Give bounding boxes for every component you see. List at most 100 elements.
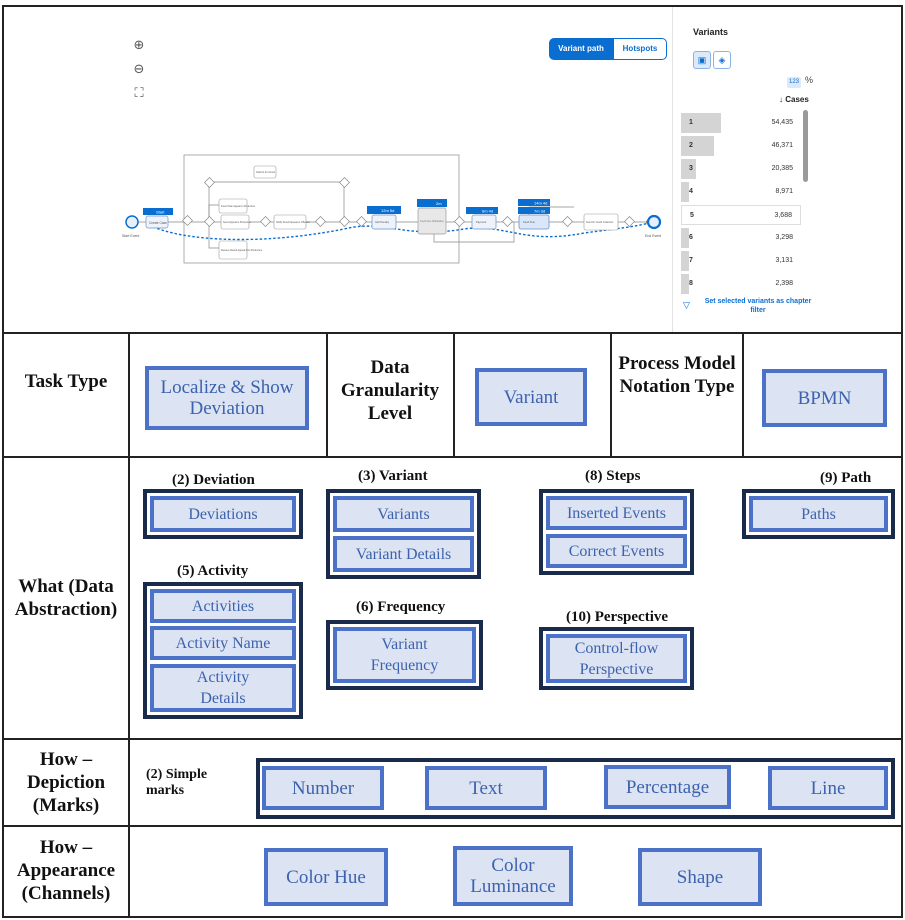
steps-title: (8) Steps	[585, 468, 641, 484]
what-header: What (Data Abstraction)	[14, 576, 118, 620]
svg-text:Send Fine: Send Fine	[523, 220, 535, 224]
row-divider	[2, 825, 903, 827]
variants-title: Variants	[693, 27, 729, 37]
activity-name-box: Activity Name	[150, 626, 296, 660]
activity-create-case[interactable]: Create Case	[145, 215, 169, 229]
simple-marks-label: (2) Simple marks	[146, 767, 208, 798]
row-divider	[2, 738, 903, 740]
variant-share-bar	[681, 136, 715, 156]
channel-color-hue-box: Color Hue	[264, 848, 388, 906]
variant-case-count: 20,385	[771, 165, 793, 172]
variant-group	[326, 489, 481, 579]
mark-line-box: Line	[768, 766, 888, 810]
activity-payment[interactable]: Payment	[471, 214, 497, 230]
how-marks-header: How – Depiction (Marks)	[26, 749, 106, 816]
notation-value: BPMN	[762, 369, 887, 427]
mark-text-box: Text	[425, 766, 547, 810]
column-divider	[453, 332, 455, 456]
svg-text:Create Case: Create Case	[149, 221, 167, 225]
gateway-icons	[182, 177, 635, 227]
variant-row[interactable]: 2 46,371	[681, 136, 801, 156]
notation-header: Process Model Notation Type	[618, 353, 736, 397]
subprocess-frame	[183, 154, 460, 264]
svg-text:Add Penalty: Add Penalty	[375, 220, 390, 224]
variant-path-toggle[interactable]: Variant path	[549, 38, 613, 60]
svg-text:2m: 2m	[436, 201, 442, 206]
zoom-out-icon[interactable]: ⊖	[133, 62, 145, 77]
filter-icon: ▽	[683, 300, 690, 310]
variant-row[interactable]: 3 20,385	[681, 159, 801, 179]
channel-color-luminance-box: Color Luminance	[453, 846, 573, 906]
bpmn-process-diagram: Start Event End Event Create Case Submit…	[122, 154, 662, 264]
variant-share-bar	[681, 251, 689, 271]
variant-rank: 8	[689, 280, 693, 287]
activity-notify-result[interactable]: Notify Result Appeal to Offender	[273, 214, 310, 230]
steps-group	[539, 489, 694, 575]
svg-text:Payment: Payment	[476, 220, 487, 224]
hotspots-toggle[interactable]: Hotspots	[613, 38, 667, 60]
activity-insert-fine[interactable]: Insert Fine Notification	[417, 207, 447, 235]
tag-icon[interactable]: ◈	[713, 51, 731, 69]
end-event-icon[interactable]	[646, 214, 662, 230]
activity-insert-date-appeal[interactable]: Insert Date Appeal to Prefecture	[218, 198, 256, 214]
sort-down-icon: ↓	[779, 95, 786, 104]
svg-text:Insert Fine Notification: Insert Fine Notification	[420, 220, 444, 223]
how-channels-header: How – Appearance (Channels)	[16, 837, 116, 904]
variant-row[interactable]: 1 54,435	[681, 113, 801, 133]
activity-details-box: Activity Details	[150, 664, 296, 712]
variant-rank: 2	[689, 142, 693, 149]
activity-send-appeal[interactable]: Send Appeal to Prefecture	[220, 214, 252, 230]
marks-group	[256, 758, 895, 819]
activity-submit-grant[interactable]: Submit for Grant	[253, 165, 277, 179]
variant-details-box: Variant Details	[333, 536, 474, 572]
cases-column-header[interactable]: ↓ Cases	[779, 95, 809, 104]
activity-add-penalty[interactable]: Add Penalty	[371, 214, 397, 230]
activity-group	[143, 582, 303, 719]
variant-row[interactable]: 6 3,298	[681, 228, 801, 248]
set-chapter-filter-link[interactable]: Set selected variants as chapter filter	[704, 298, 812, 314]
variant-case-count: 54,435	[771, 119, 793, 126]
fit-to-screen-icon[interactable]: ⛶	[134, 86, 144, 101]
frequency-group	[326, 620, 483, 690]
svg-text:Receive Result Appeal from Pre: Receive Result Appeal from Prefecture	[221, 249, 263, 252]
svg-text:Notify Result Appeal to Offend: Notify Result Appeal to Offender	[276, 221, 310, 224]
column-divider	[326, 332, 328, 456]
variant-case-count: 3,298	[775, 234, 793, 241]
task-type-header: Task Type	[24, 371, 108, 392]
percent-mode-toggle[interactable]: %	[805, 75, 814, 85]
variant-rank: 1	[689, 119, 693, 126]
activity-receive-result[interactable]: Receive Result Appeal from Prefecture	[218, 240, 263, 260]
variant-case-count: 3,688	[774, 212, 792, 219]
variant-frequency-box: Variant Frequency	[333, 627, 476, 683]
briefcase-icon[interactable]: ▣	[693, 51, 711, 69]
start-event-icon[interactable]	[125, 215, 139, 229]
column-divider	[742, 332, 744, 456]
variant-rank: 7	[689, 257, 693, 264]
variant-rank: 3	[689, 165, 693, 172]
activity-credit-collection[interactable]: Send for Credit Collection	[583, 213, 619, 231]
activities-box: Activities	[150, 589, 296, 623]
perspective-group	[539, 627, 694, 690]
activity-title: (5) Activity	[177, 563, 249, 579]
svg-text:7m 3d: 7m 3d	[534, 209, 545, 214]
path-title: (9) Path	[820, 470, 872, 486]
activity-send-fine[interactable]: Send Fine	[518, 214, 550, 230]
table-frame	[2, 5, 903, 918]
inserted-events-box: Inserted Events	[546, 496, 687, 530]
variant-case-count: 46,371	[771, 142, 793, 149]
task-type-value: Localize & Show Deviation	[145, 366, 309, 430]
variant-rank: 4	[689, 188, 693, 195]
count-mode-badge[interactable]: 123	[787, 77, 801, 88]
variant-share-bar	[681, 274, 689, 294]
variants-scrollbar[interactable]	[803, 110, 808, 182]
deviations-box: Deviations	[150, 496, 296, 532]
deviation-title: (2) Deviation	[172, 472, 255, 488]
zoom-in-icon[interactable]: ⊕	[133, 38, 145, 53]
mark-percentage-box: Percentage	[604, 765, 731, 809]
variants-box: Variants	[333, 496, 474, 532]
variant-rank: 6	[689, 234, 693, 241]
